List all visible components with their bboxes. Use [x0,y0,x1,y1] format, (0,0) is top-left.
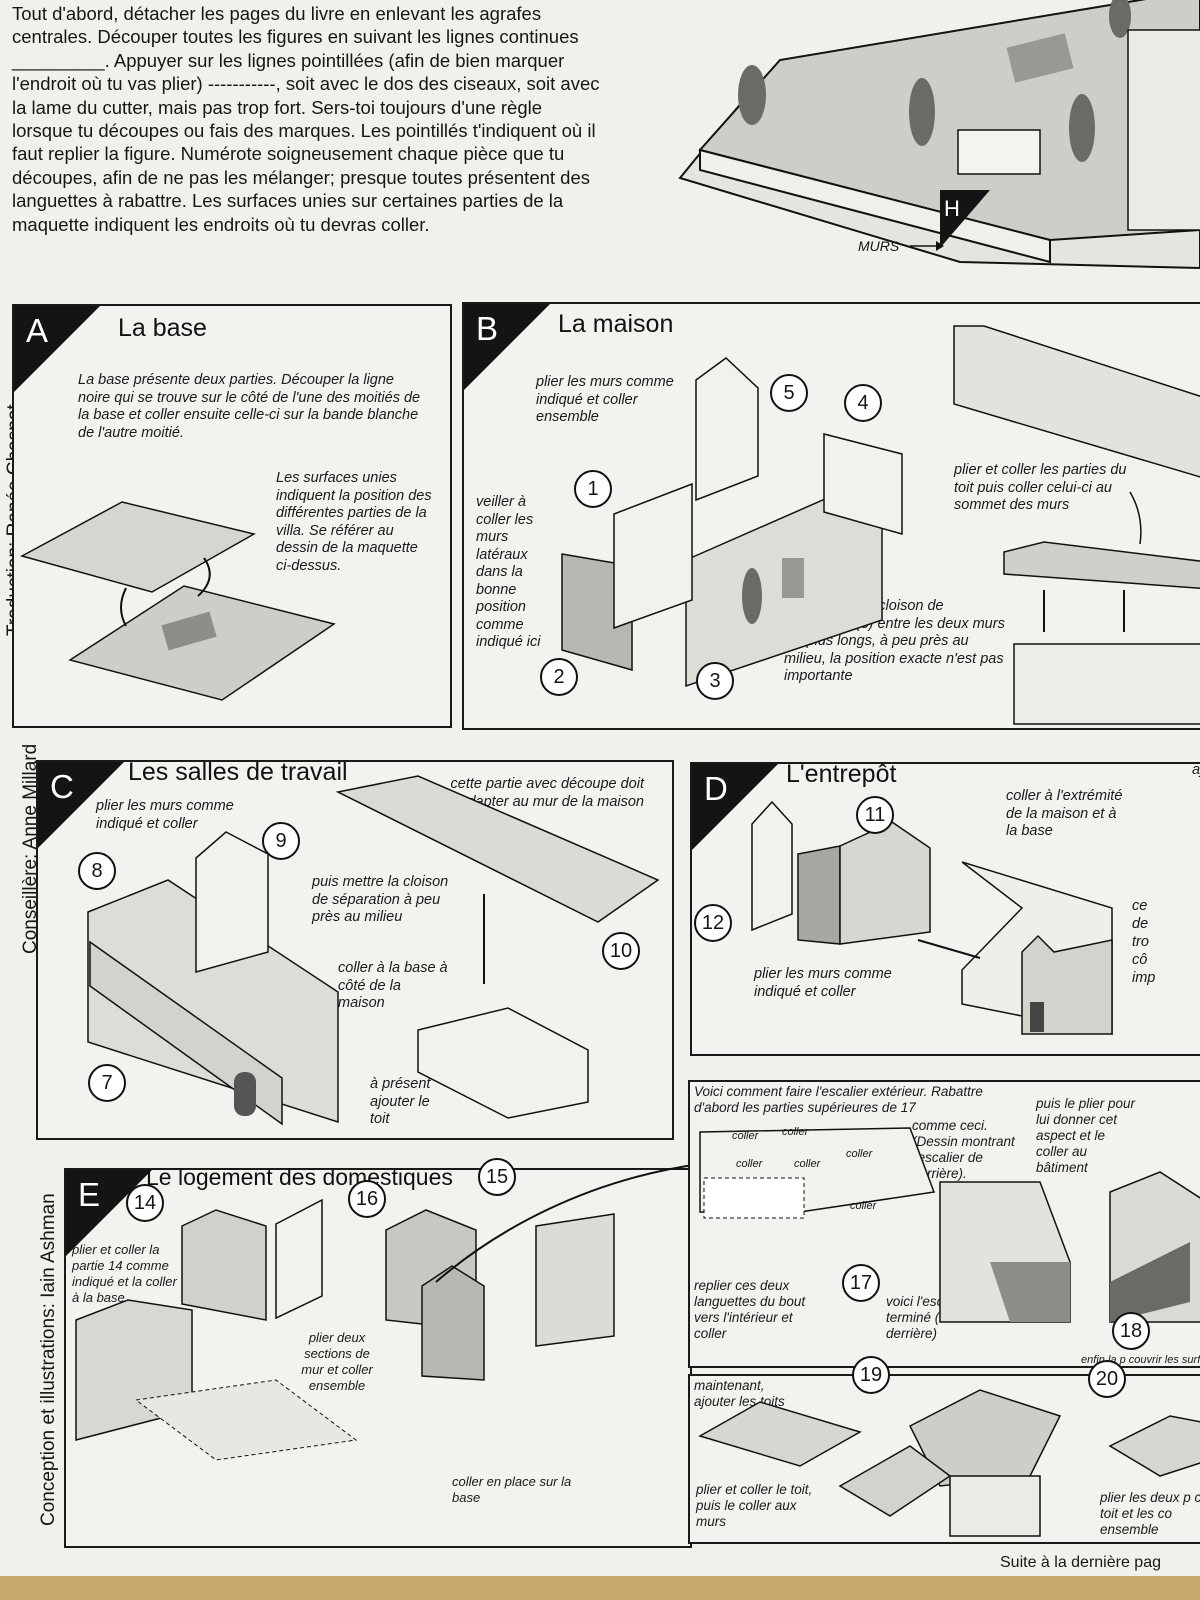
panel-e-note-place: coller en place sur la base [452,1474,572,1505]
roofs-note-fold: plier et coller le toit, puis le coller … [696,1482,813,1529]
panel-a-base: A La base La base présente deux parties.… [12,304,452,728]
piece-number-4: 4 [844,384,882,422]
piece-number-8: 8 [78,852,116,890]
panel-b-title: La maison [558,310,674,338]
panel-a-corner [14,306,100,392]
piece-number-1: 1 [574,470,612,508]
panel-b-note-roof: plier et coller les parties du toit puis… [954,462,1127,513]
stairs-assembly-illustration [699,1127,1200,1323]
panel-d-entrepot: D L'entrepôt coller à l'extrémité de la … [690,760,1200,1056]
panel-e-title: Le logement des domestiques [146,1164,453,1190]
roof-assembly-illustration [698,1389,1200,1537]
footer-continued: Suite à la dernière pag [1000,1554,1161,1571]
panel-c-corner [38,762,124,848]
panel-c-letter: C [50,768,74,805]
intro-paragraph: Tout d'abord, détacher les pages du livr… [12,3,600,235]
piece-number-15: 15 [478,1158,516,1196]
villa-model-illustration [678,0,1200,270]
piece-number-19: 19 [852,1356,890,1394]
tag-coller-1: coller [732,1130,759,1142]
tag-coller-2: coller [782,1126,809,1138]
tag-coller-3: coller [736,1158,763,1170]
panel-d-note-fold: plier les murs comme indiqué et coller [754,966,892,1000]
panel-d-edge-text-4: cô [1132,952,1148,968]
tag-coller-4: coller [794,1158,821,1170]
panel-d-edge-text-2: de [1132,916,1149,932]
piece-number-17: 17 [842,1264,880,1302]
panel-a-note-base: La base présente deux parties. Découper … [78,372,421,441]
panel-roofs: maintenant, ajouter les toits plier et c… [688,1356,1200,1544]
piece-number-12: 12 [694,904,732,942]
panel-c-note-base: coller à la base à côté de la maison [338,960,448,1011]
murs-label: MURS [858,238,900,254]
house-assembly-illustration [561,325,1200,725]
panel-b-letter: B [476,310,499,347]
section-h-letter: H [944,196,960,221]
panel-e-letter: E [78,1176,101,1213]
piece-number-11: 11 [856,796,894,834]
panel-e-logement: E Le logement des domestiques plier et c… [64,1158,701,1548]
panel-e-note-sections: plier deux sections de mur et coller ens… [301,1330,373,1393]
piece-number-5: 5 [770,374,808,412]
panel-b-note-fold: plier les murs comme indiqué et coller e… [536,374,674,425]
panel-d-note-cut-right: aj [1192,762,1200,778]
piece-number-10: 10 [602,932,640,970]
roofs-note-two: plier les deux p ce toit et les co ensem… [1100,1490,1200,1537]
panel-c-title: Les salles de travail [128,758,348,786]
panel-c-note-fold: plier les murs comme indiqué et coller [96,798,234,832]
piece-number-9: 9 [262,822,300,860]
panel-b-note-side-walls: veiller à coller les murs latéraux dans … [476,494,541,650]
panel-d-note-end: coller à l'extrémité de la maison et à l… [1006,788,1123,839]
panel-b-maison: B La maison plier les murs comme indiqué… [462,302,1200,730]
panel-a-note-surfaces: Les surfaces unies indiquent la position… [276,470,432,574]
base-sheets-illustration [20,501,336,701]
stairs-note-then: puis le plier pour lui donner cet aspect… [1036,1096,1136,1175]
panel-d-edge-text-1: ce [1132,898,1148,914]
piece-number-14: 14 [126,1184,164,1222]
table-surface-strip [0,1576,1200,1600]
stairs-note-intro: Voici comment faire l'escalier extérieur… [694,1084,983,1115]
piece-number-16: 16 [348,1180,386,1218]
piece-number-18: 18 [1112,1312,1150,1350]
piece-number-7: 7 [88,1064,126,1102]
panel-b-corner [464,304,550,390]
piece-number-20: 20 [1088,1360,1126,1398]
piece-number-3: 3 [696,662,734,700]
panel-d-letter: D [704,770,728,807]
tag-coller-5: coller [846,1148,873,1160]
panel-d-edge-text-5: imp [1132,970,1156,986]
credit-design: Conception et illustrations: Iain Ashman [38,1193,59,1526]
panel-c-note-cutout: cette partie avec découpe doit s'adapter… [449,776,644,810]
panel-e-note-14: plier et coller la partie 14 comme indiq… [72,1242,177,1305]
panel-d-edge-text-3: tro [1132,934,1149,950]
workrooms-assembly-illustration [87,775,660,1126]
panel-c-salles-de-travail: C Les salles de travail plier les murs c… [36,758,674,1140]
panel-stairs: Voici comment faire l'escalier extérieur… [688,1080,1200,1368]
piece-number-2: 2 [540,658,578,696]
panel-d-title: L'entrepôt [786,760,897,788]
warehouse-assembly-illustration [751,800,1113,1035]
stairs-note-tabs: replier ces deux languettes du bout vers… [694,1278,806,1341]
servants-quarters-illustration [75,1163,701,1461]
panel-c-note-partition: puis mettre la cloison de séparation à p… [312,874,449,925]
panel-a-letter: A [26,312,49,349]
panel-c-note-roof: à présent ajouter le toit [370,1076,431,1127]
panel-a-title: La base [118,314,207,342]
tag-coller-6: coller [850,1200,877,1212]
